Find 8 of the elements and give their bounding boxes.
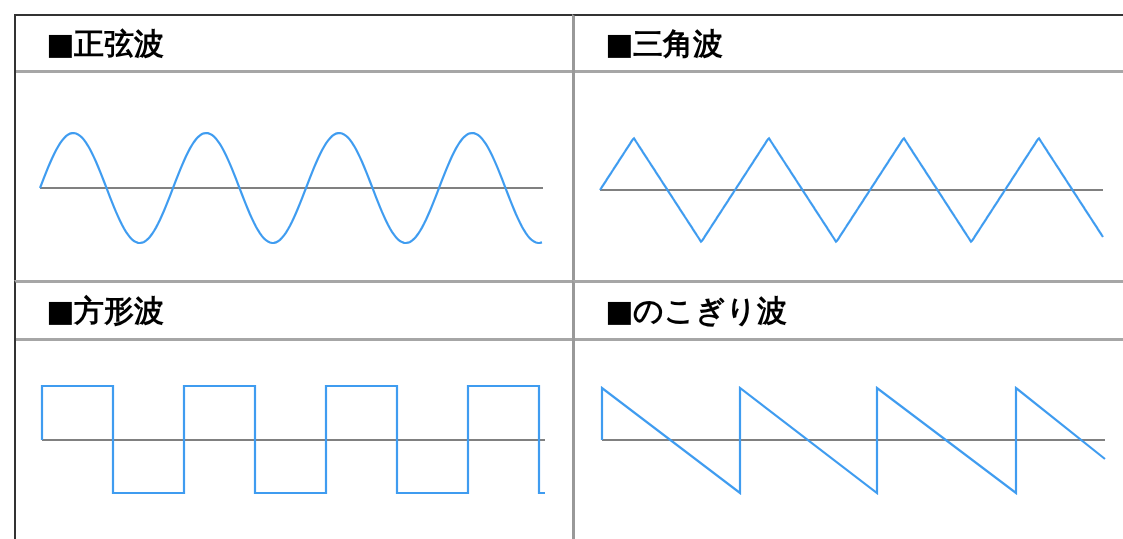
panel-title: ■方形波 [46, 293, 165, 329]
waveform-panel [14, 14, 572, 280]
panel-title: ■のこぎり波 [605, 293, 788, 329]
waveform-panel [572, 280, 1123, 539]
panel-title: ■正弦波 [46, 26, 165, 62]
waveform-panel [572, 14, 1123, 280]
panel-title: ■三角波 [605, 26, 724, 62]
waveform-panel [14, 280, 572, 539]
